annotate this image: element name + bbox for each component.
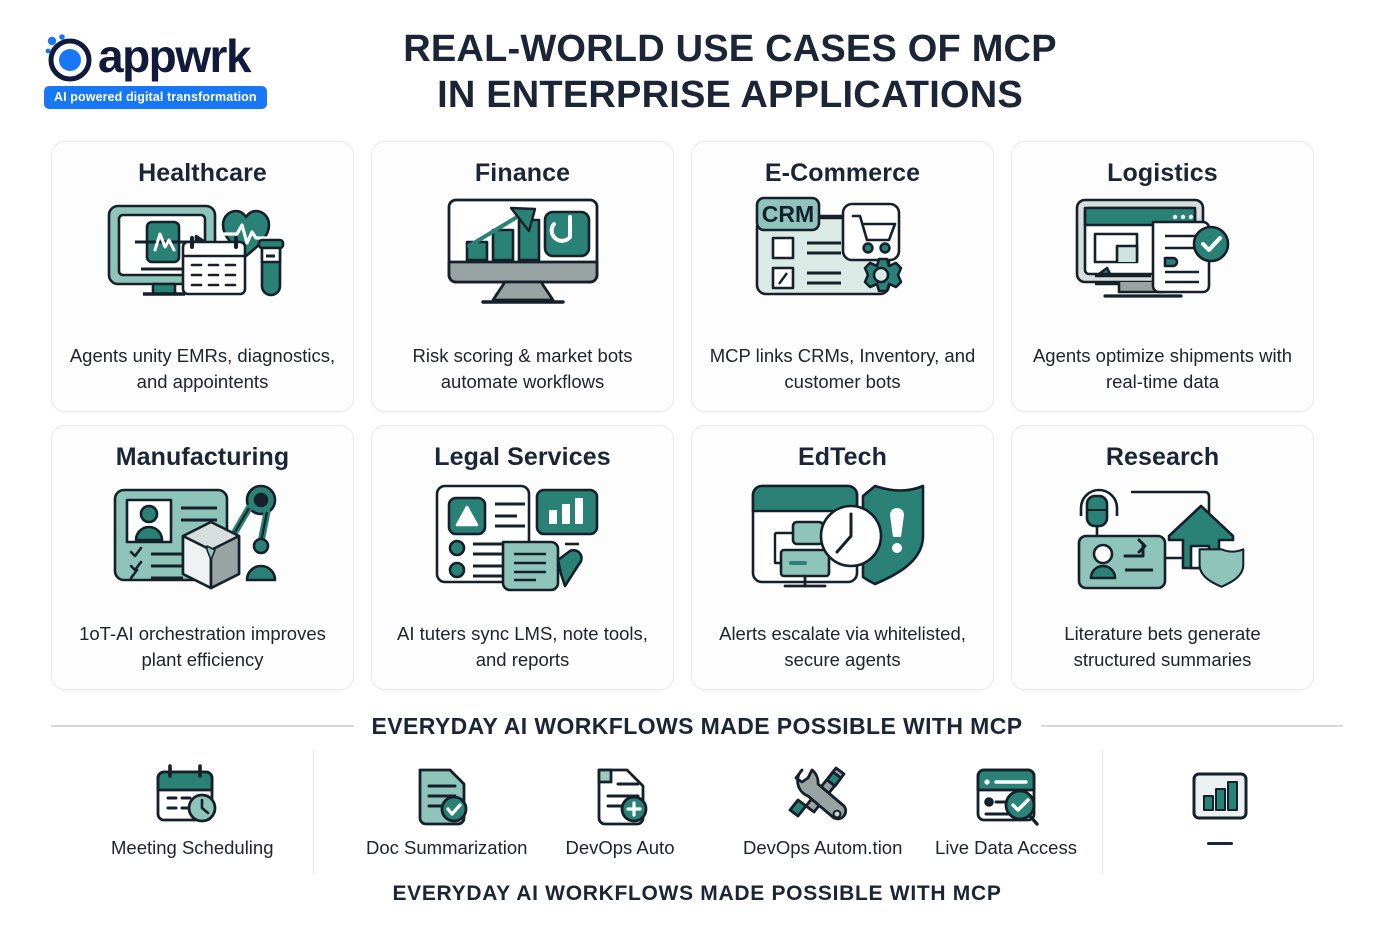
workflow-strip: Meeting Scheduling Doc Summarization (51, 748, 1343, 876)
bar-chart-icon (1145, 752, 1295, 828)
crm-cart-gear-checklist-icon: CRM (735, 190, 950, 315)
strip-divider-1 (313, 750, 314, 874)
card-title: Finance (474, 159, 571, 187)
workflow-item-bar-chart[interactable] (1145, 752, 1295, 853)
svg-text:CRM: CRM (762, 201, 814, 227)
use-case-row-2: Manufacturing (51, 425, 1343, 690)
brand-wordmark: appwrk (98, 30, 252, 82)
workflow-label: DevOps Autom.tion (743, 837, 903, 858)
workflow-label: Meeting Scheduling (111, 837, 274, 858)
use-case-card-legal-services[interactable]: Legal Services (371, 425, 674, 690)
use-case-card-edtech[interactable]: EdTech (691, 425, 994, 690)
card-title: Healthcare (138, 159, 267, 187)
brand-logo: appwrk AI powered digital transformation (40, 28, 310, 110)
monitor-document-check-icon (1055, 190, 1270, 315)
card-description: 1oT-AI orchestration improves plant effi… (79, 623, 326, 670)
banner-rule-right (1040, 725, 1343, 727)
workflow-label: DevOps Auto (565, 837, 675, 858)
workflow-item-meeting-scheduling[interactable]: Meeting Scheduling (111, 752, 274, 860)
workflow-item-doc-summarization[interactable]: Doc Summarization (366, 752, 528, 860)
calendar-clock-icon (111, 752, 261, 828)
lamp-house-shield-card-icon (1055, 474, 1270, 599)
workflow-label: Doc Summarization (366, 837, 528, 858)
document-check-icon (366, 752, 516, 828)
card-description: Agents optimize shipments with real-time… (1032, 345, 1293, 392)
card-title: Research (1105, 443, 1220, 471)
header: appwrk AI powered digital transformation… (0, 0, 1394, 136)
card-title: E-Commerce (764, 159, 921, 187)
footer-text: EVERYDAY AI WORKFLOWS MADE POSSIBLE WITH… (392, 882, 1002, 905)
use-case-grid: Healthcare (51, 141, 1343, 703)
monitor-ecg-heart-calendar-testtube-icon (95, 190, 310, 315)
use-case-card-finance[interactable]: Finance (371, 141, 674, 412)
wrench-screwdriver-icon (743, 752, 893, 828)
card-description: Literature bets generate structured summ… (1064, 623, 1261, 670)
card-description: AI tuters sync LMS, note tools, and repo… (397, 623, 648, 670)
workflow-item-devops-auto[interactable]: DevOps Auto (545, 752, 695, 860)
appwrk-circle-logo-icon (40, 32, 96, 84)
banner-rule-left (51, 725, 354, 727)
workflow-item-devops-automation[interactable]: DevOps Autom.tion (743, 752, 903, 860)
browser-search-check-icon (931, 752, 1081, 828)
use-case-card-manufacturing[interactable]: Manufacturing (51, 425, 354, 690)
workflow-banner: EVERYDAY AI WORKFLOWS MADE POSSIBLE WITH… (51, 706, 1343, 746)
card-description: Alerts escalate via whitelisted, secure … (719, 623, 966, 670)
workflow-placeholder-dash (1145, 842, 1295, 845)
use-case-card-logistics[interactable]: Logistics (1011, 141, 1314, 412)
monitor-growth-chart-bot-icon (415, 190, 630, 315)
page-title-line2: IN ENTERPRISE APPLICATIONS (437, 74, 1023, 116)
card-description: Risk scoring & market bots automate work… (412, 345, 633, 392)
workflow-item-live-data-access[interactable]: Live Data Access (931, 752, 1081, 860)
card-description: Agents unity EMRs, diagnostics, and appo… (69, 345, 336, 392)
banner-text: EVERYDAY AI WORKFLOWS MADE POSSIBLE WITH… (371, 712, 1023, 739)
card-title: Logistics (1107, 159, 1218, 187)
id-card-robot-arm-box-icon (95, 474, 310, 599)
strip-divider-2 (1102, 750, 1103, 874)
use-case-card-ecommerce[interactable]: E-Commerce CRM (691, 141, 994, 412)
card-title: Legal Services (434, 443, 611, 471)
page-title: REAL-WORLD USE CASES OF MCP IN ENTERPRIS… (330, 26, 1130, 118)
page-title-line1: REAL-WORLD USE CASES OF MCP (403, 28, 1057, 70)
card-title: EdTech (797, 443, 888, 471)
brand-tagline: AI powered digital transformation (44, 86, 267, 109)
document-plus-icon (545, 752, 695, 828)
document-chart-pen-icon (415, 474, 630, 599)
use-case-card-healthcare[interactable]: Healthcare (51, 141, 354, 412)
card-description: MCP links CRMs, Inventory, and customer … (709, 345, 976, 392)
card-title: Manufacturing (115, 443, 290, 471)
use-case-card-research[interactable]: Research (1011, 425, 1314, 690)
workflow-label: Live Data Access (935, 837, 1077, 858)
window-clock-shield-alert-icon (735, 474, 950, 599)
use-case-row-1: Healthcare (51, 141, 1343, 412)
